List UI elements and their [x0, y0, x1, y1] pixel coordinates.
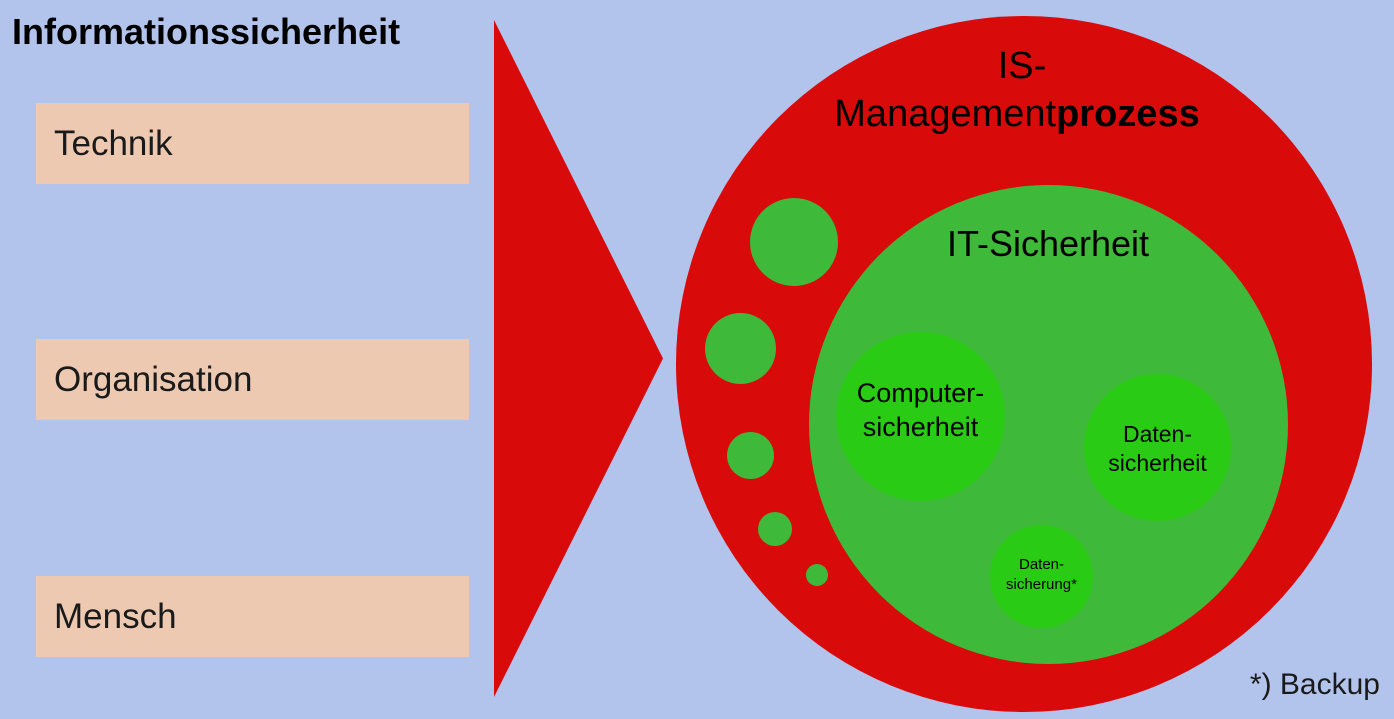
datensicherheit-label: Daten- sicherheit — [1080, 420, 1235, 478]
bubble-decoration — [806, 564, 828, 586]
pillar-label: Organisation — [54, 359, 253, 399]
is-management-line2: Managementprozess — [772, 92, 1262, 136]
datensicherheit-circle — [1084, 374, 1231, 521]
diagram-title: Informationssicherheit — [12, 11, 401, 52]
datensicherung-label: Daten- sicherung* — [985, 555, 1098, 595]
pillar-label: Mensch — [54, 596, 177, 636]
computersicherheit-label: Computer- sicherheit — [826, 376, 1015, 444]
bubble-decoration — [705, 313, 776, 384]
footnote-backup: *) Backup — [1249, 668, 1380, 701]
pillar-organisation: Organisation — [36, 339, 469, 420]
arrow-triangle — [494, 20, 663, 697]
bubble-decoration — [750, 198, 838, 286]
datensicherung-line1: Daten- — [1018, 556, 1065, 573]
datensicherung-line2: sicherung* — [1006, 576, 1077, 593]
computersicherheit-line1: Computer- — [856, 378, 985, 408]
bubble-decoration — [758, 512, 792, 546]
pillar-technik: Technik — [36, 103, 469, 184]
datensicherheit-line1: Daten- — [1122, 421, 1193, 447]
pillar-mensch: Mensch — [36, 576, 469, 657]
datensicherung-circle — [990, 525, 1093, 628]
pillar-label: Technik — [54, 123, 173, 163]
prozess-text: prozess — [1056, 93, 1200, 135]
computersicherheit-line2: sicherheit — [862, 412, 979, 442]
computersicherheit-circle — [836, 332, 1005, 501]
it-sicherheit-label: IT-Sicherheit — [946, 223, 1150, 264]
bubble-decoration — [727, 432, 774, 479]
management-text: Management — [834, 93, 1057, 135]
datensicherheit-line2: sicherheit — [1108, 450, 1207, 476]
is-management-line1: IS- — [997, 45, 1047, 87]
